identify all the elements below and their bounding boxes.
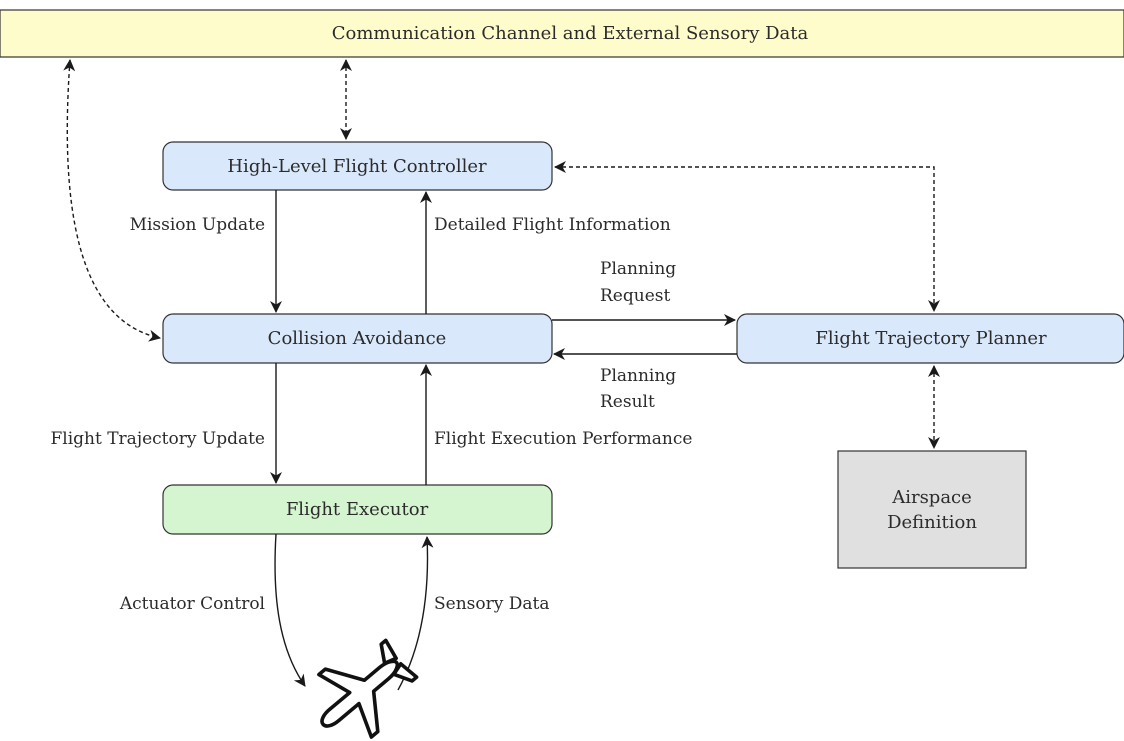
execution-performance-label: Flight Execution Performance [434,429,692,449]
airspace-definition-label-1: Airspace [891,487,972,508]
planning-result-label-2: Result [600,392,655,412]
trajectory-planner-box [736,313,1124,364]
trajectory-update-label: Flight Trajectory Update [50,429,265,449]
airplane-icon [317,638,419,739]
high-level-controller-label: High-Level Flight Controller [227,156,487,177]
sensory-data-label: Sensory Data [434,594,549,614]
high-level-controller-box [162,141,553,191]
flight-executor-label: Flight Executor [286,499,429,520]
airspace-definition-label-2: Definition [887,512,977,533]
communication-channel-bar [0,9,1124,58]
actuator-control-label: Actuator Control [119,594,265,614]
communication-channel-label: Communication Channel and External Senso… [332,23,809,44]
channel-collision-link [63,59,161,342]
controller-planner-link [554,161,940,312]
collision-avoidance-box [162,313,553,364]
trajectory-planner-label: Flight Trajectory Planner [815,328,1047,349]
detailed-info-label: Detailed Flight Information [434,215,671,235]
planning-result-label-1: Planning [600,366,676,386]
airspace-definition-box [837,450,1027,569]
flight-executor-box [162,484,553,535]
actuator-control-arrow [274,533,306,687]
mission-update-label: Mission Update [130,215,265,235]
planning-request-label-1: Planning [600,259,676,279]
planning-request-label-2: Request [600,286,670,306]
collision-avoidance-label: Collision Avoidance [268,328,447,349]
